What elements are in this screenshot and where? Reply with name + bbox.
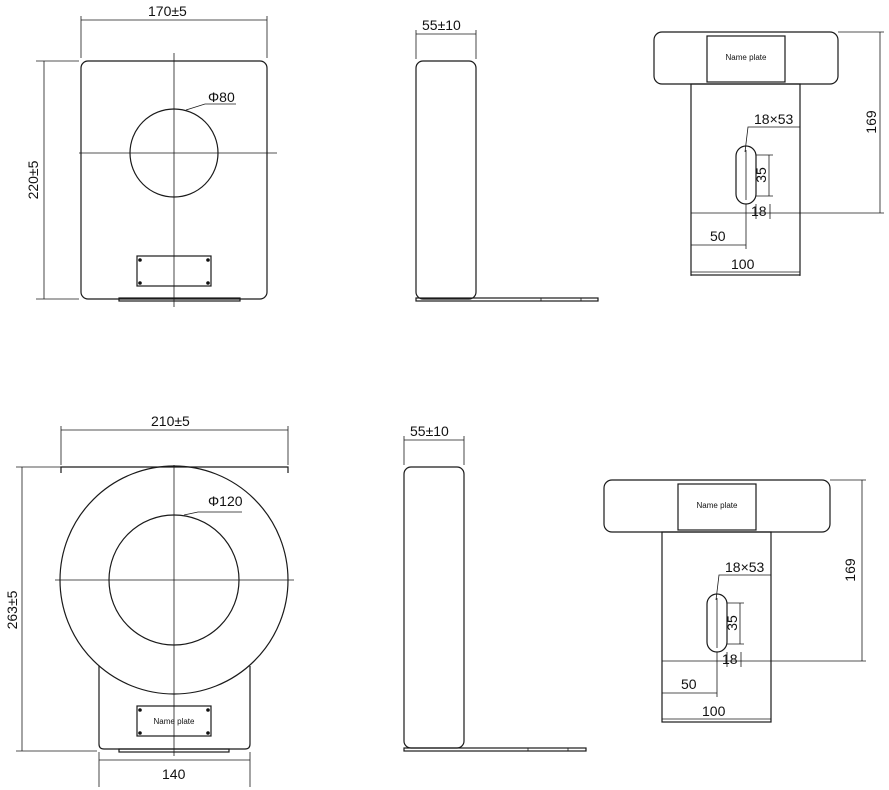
view-a-nameplate [136, 255, 212, 287]
view-d-nameplate [136, 705, 212, 737]
view-a-width-label: 170±5 [148, 3, 187, 19]
view-e-thickness-label: 55±10 [410, 423, 449, 439]
view-c-base [690, 83, 801, 276]
view-c-nameplate [706, 35, 786, 83]
view-b-thickness-label: 55±10 [422, 17, 461, 33]
view-a-base-plate [118, 297, 241, 302]
view-f-height-label: 169 [842, 558, 858, 582]
view-e-side: 55±10 [403, 423, 587, 752]
view-b-base-plate [415, 297, 599, 302]
view-d-base-label: 140 [162, 766, 186, 782]
view-c-nameplate-label: Name plate [726, 53, 767, 62]
view-b-side: 55±10 [415, 17, 599, 302]
view-d-width-label: 210±5 [151, 413, 190, 429]
view-f-bottom: Name plate 18×53 35 18 169 50 100 [603, 479, 866, 723]
view-d-hole-label: Φ120 [208, 493, 243, 509]
view-a-screw [138, 258, 142, 262]
view-e-body [403, 466, 465, 749]
view-a-front: 170±5 220±5 Φ80 [25, 3, 277, 307]
view-f-slot-length-label: 35 [724, 615, 740, 631]
view-f-base-width-label: 100 [702, 703, 726, 719]
view-c-bottom: Name plate 18×53 35 18 169 50 100 [653, 31, 884, 276]
view-f-slot-width-label: 18 [722, 651, 738, 667]
view-c-height-label: 169 [863, 110, 879, 134]
view-f-slot-label: 18×53 [725, 559, 765, 575]
view-f-base [661, 531, 772, 723]
view-a-height-label: 220±5 [25, 160, 41, 199]
view-e-base-plate [403, 747, 587, 752]
view-f-nameplate-label: Name plate [697, 501, 738, 510]
view-d-base-plate [118, 748, 230, 753]
view-a-screw [206, 281, 210, 285]
view-a-hole-label: Φ80 [208, 89, 235, 105]
view-c-slot-length-label: 35 [753, 167, 769, 183]
view-c-slot-label: 18×53 [754, 111, 794, 127]
view-c-slot-width-label: 18 [751, 203, 767, 219]
view-c-base-width-label: 100 [731, 256, 755, 272]
view-d-front: Name plate 210±5 263±5 Φ120 140 [4, 413, 294, 787]
view-d-nameplate-label: Name plate [154, 717, 195, 726]
view-f-offset-label: 50 [681, 676, 697, 692]
view-f-nameplate [677, 483, 757, 531]
view-b-body [415, 60, 477, 300]
view-a-screw [138, 281, 142, 285]
view-d-height-label: 263±5 [4, 590, 20, 629]
view-d-top-edge [60, 466, 289, 473]
view-a-screw [206, 258, 210, 262]
view-c-offset-label: 50 [710, 228, 726, 244]
